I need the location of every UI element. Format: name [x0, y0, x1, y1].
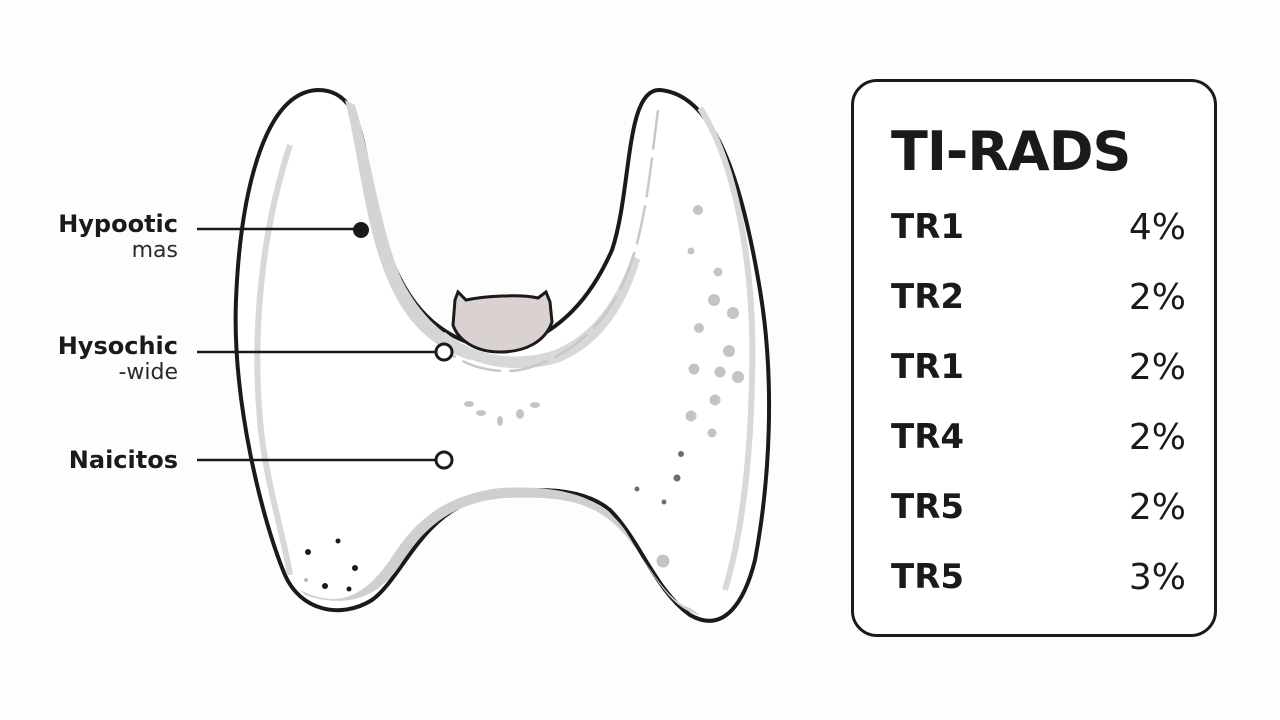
- tirads-percent: 3%: [1128, 557, 1186, 598]
- hollow-marker: [434, 342, 454, 362]
- isthmus-dashes: [464, 401, 540, 426]
- isthmus-nodule: [451, 289, 554, 354]
- right-lobe-dots: [656, 205, 744, 568]
- tirads-grade: TR1: [891, 347, 965, 387]
- tirads-grade: TR5: [891, 557, 965, 597]
- left-lobe-faint-dot: [304, 578, 308, 582]
- leader-line-1: [197, 222, 369, 238]
- hollow-marker: [434, 450, 454, 470]
- annotation-hysochic: Hysochic -wide: [58, 334, 178, 384]
- tirads-percent: 2%: [1128, 417, 1186, 458]
- annotation-subtitle: mas: [131, 238, 178, 263]
- leader-line-3: [197, 450, 454, 470]
- annotation-title: Hysochic: [57, 332, 178, 360]
- tirads-grade: TR1: [891, 207, 965, 247]
- leader-line-2: [197, 342, 454, 362]
- tirads-panel: TI-RADS TR1 4% TR2 2% TR1 2% TR4 2% TR5 …: [851, 79, 1217, 637]
- tirads-grade: TR5: [891, 487, 965, 527]
- annotation-title: Naicitos: [68, 446, 178, 474]
- isthmus-shading: [440, 255, 640, 369]
- tirads-row: TR1 2%: [891, 347, 1186, 391]
- annotation-subtitle: -wide: [118, 360, 178, 385]
- tirads-percent: 2%: [1128, 277, 1186, 318]
- filled-marker: [353, 222, 369, 238]
- tirads-grade: TR2: [891, 277, 965, 317]
- annotation-title: Hypootic: [58, 210, 178, 238]
- tirads-row: TR5 2%: [891, 487, 1186, 531]
- tirads-row: TR2 2%: [891, 277, 1186, 321]
- tirads-percent: 2%: [1128, 347, 1186, 388]
- right-dashed-contour: [439, 109, 660, 373]
- tirads-row: TR1 4%: [891, 207, 1186, 251]
- tirads-grade: TR4: [891, 417, 965, 457]
- tirads-row: TR5 3%: [891, 557, 1186, 601]
- left-lobe-dark-dots: [305, 538, 358, 592]
- annotation-hypootic: Hypootic mas: [58, 212, 178, 262]
- tirads-row: TR4 2%: [891, 417, 1186, 461]
- thyroid-outline: [233, 87, 772, 623]
- left-lobe-shading: [345, 100, 480, 360]
- tirads-percent: 4%: [1128, 207, 1186, 248]
- right-edge-highlight: [697, 106, 756, 591]
- tirads-title: TI-RADS: [891, 120, 1131, 183]
- left-edge-highlight: [254, 144, 293, 576]
- annotation-naicitos: Naicitos: [69, 448, 178, 472]
- right-lobe-dark-dots: [634, 451, 684, 505]
- tirads-percent: 2%: [1128, 487, 1186, 528]
